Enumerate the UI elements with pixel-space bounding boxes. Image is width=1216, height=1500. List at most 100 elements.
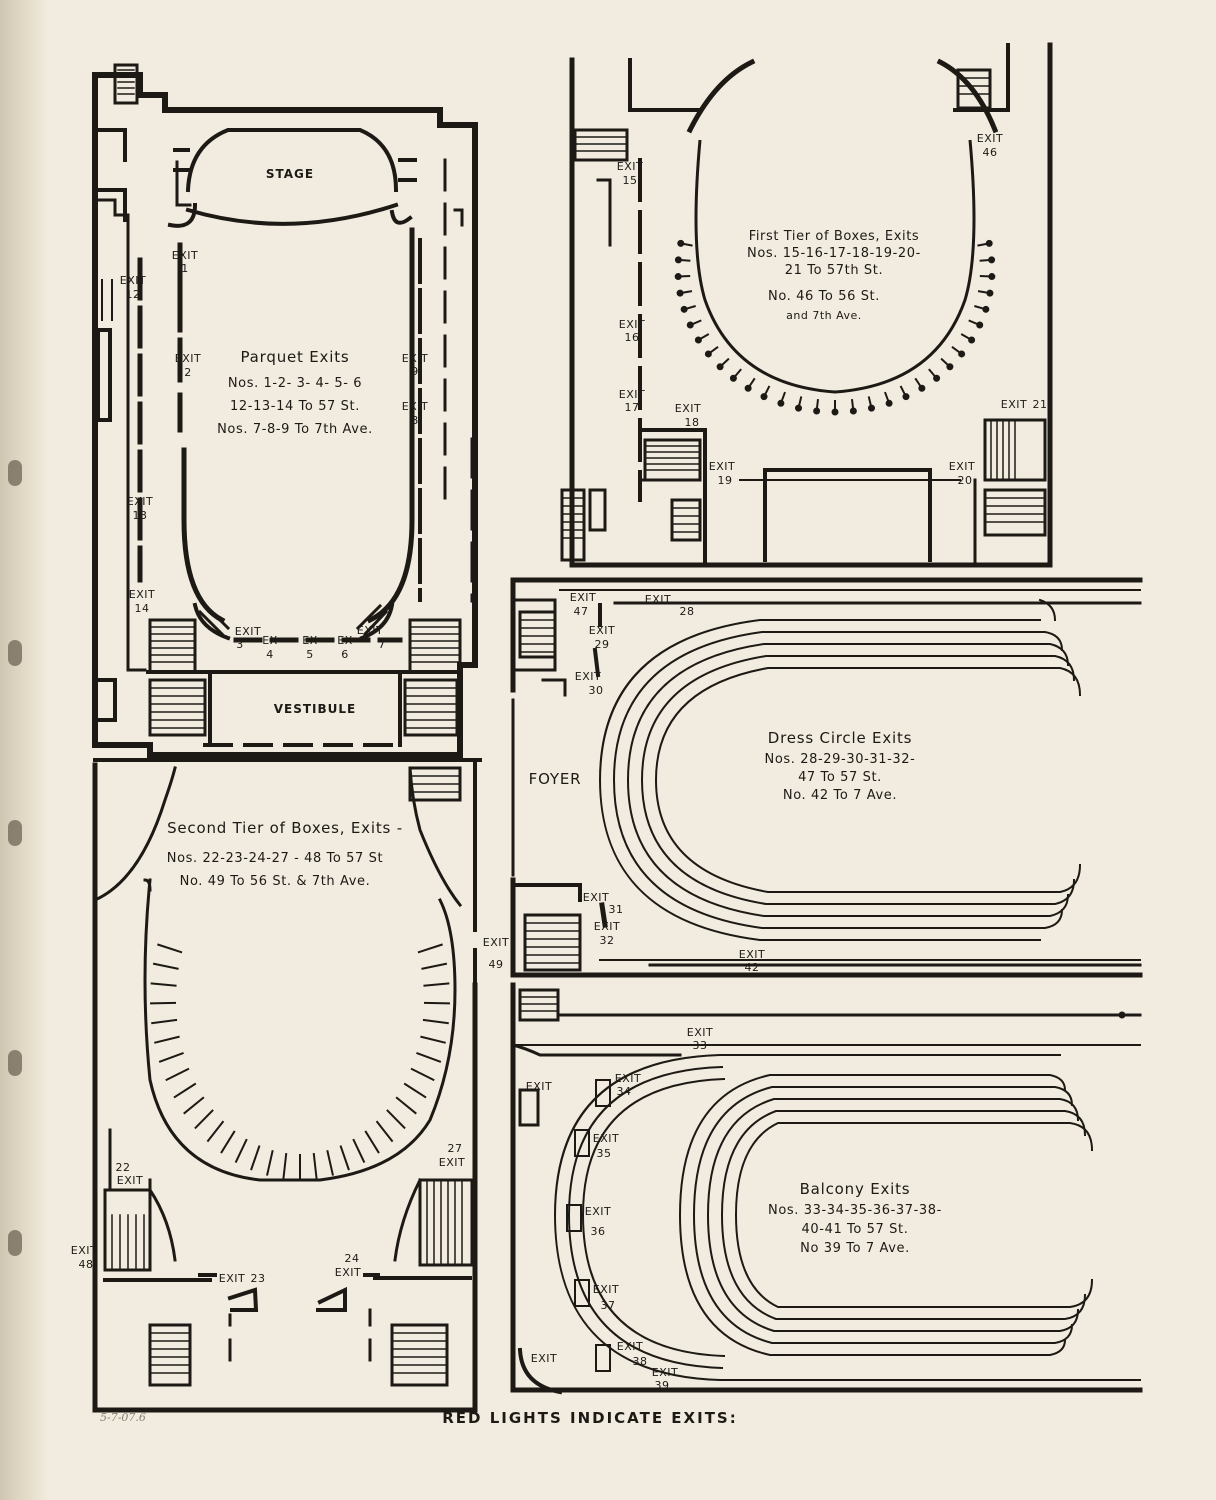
svg-text:38: 38: [633, 1355, 648, 1368]
exit-marker-balcony-lower: EXIT: [531, 1352, 557, 1365]
box-partition: [352, 1138, 366, 1164]
balcony-exits-note: Balcony Exits Nos. 33-34-35-36-37-38- 40…: [768, 1180, 942, 1256]
box-door: [976, 321, 984, 329]
box-partition: [152, 962, 179, 970]
exit-marker-balcony-upper: EXIT: [526, 1080, 552, 1093]
svg-text:37: 37: [601, 1299, 616, 1312]
svg-text:EXIT: EXIT: [120, 274, 146, 287]
box-door: [716, 363, 724, 371]
svg-text:42: 42: [745, 961, 760, 974]
parquet-title: Parquet Exits: [241, 348, 350, 366]
svg-text:EXIT: EXIT: [615, 1072, 641, 1085]
svg-text:31: 31: [609, 903, 624, 916]
box-door: [694, 336, 702, 344]
svg-text:EXIT: EXIT: [617, 1340, 643, 1353]
svg-text:14: 14: [135, 602, 150, 615]
balcony-line: Nos. 33-34-35-36-37-38-: [768, 1203, 942, 1218]
box-partition: [282, 1152, 288, 1180]
box-door: [885, 399, 893, 407]
dress-circle-line: Nos. 28-29-30-31-32-: [765, 752, 916, 767]
svg-text:35: 35: [597, 1147, 612, 1160]
svg-text:8: 8: [411, 414, 419, 427]
room-label-foyer: FOYER: [529, 770, 582, 788]
box-door: [674, 256, 682, 264]
first-tier-line: 21 To 57th St.: [785, 263, 883, 278]
svg-text:EXIT: EXIT: [402, 400, 428, 413]
dress-circle-title: Dress Circle Exits: [768, 729, 913, 747]
svg-text:7: 7: [378, 638, 386, 651]
box-partition: [422, 1018, 449, 1025]
svg-text:EXIT: EXIT: [219, 1272, 245, 1285]
svg-text:20: 20: [958, 474, 973, 487]
first-tier-line: No. 46 To 56 St.: [768, 289, 880, 304]
box-partition: [157, 943, 183, 954]
box-door: [867, 404, 875, 412]
dress-circle-line: No. 42 To 7 Ave.: [783, 788, 897, 803]
svg-text:22: 22: [116, 1161, 131, 1174]
parquet-plan: [92, 63, 478, 758]
parquet-line: Nos. 1-2- 3- 4- 5- 6: [228, 376, 362, 391]
box-partition: [150, 982, 177, 987]
dress-circle-line: 47 To 57 St.: [798, 770, 882, 785]
box-partition: [339, 1145, 350, 1171]
box-partition: [206, 1120, 225, 1143]
box-door: [958, 350, 966, 358]
svg-text:EXIT: EXIT: [335, 1266, 361, 1279]
svg-text:EXIT: EXIT: [675, 402, 701, 415]
binding-hole: [8, 460, 22, 486]
parquet-exits-note: Parquet Exits Nos. 1-2- 3- 4- 5- 6 12-13…: [217, 348, 373, 437]
svg-text:EXIT: EXIT: [645, 593, 671, 606]
box-door: [849, 407, 857, 415]
exit-marker-38: EXIT 38: [617, 1340, 648, 1368]
svg-text:23: 23: [251, 1272, 266, 1285]
exit-marker-35: EXIT 35: [593, 1132, 619, 1160]
svg-text:EXIT: EXIT: [127, 495, 153, 508]
parquet-line: 12-13-14 To 57 St.: [230, 399, 360, 414]
svg-text:EXIT: EXIT: [739, 948, 765, 961]
parquet-line: Nos. 7-8-9 To 7th Ave.: [217, 422, 373, 437]
binding-hole: [8, 1230, 22, 1256]
svg-text:3: 3: [236, 638, 244, 651]
first-tier-box-partitions: [674, 139, 996, 416]
box-door: [988, 273, 996, 281]
svg-text:EX: EX: [262, 634, 278, 647]
first-tier-title: First Tier of Boxes, Exits: [749, 229, 920, 244]
svg-text:EXIT: EXIT: [593, 1132, 619, 1145]
box-door: [729, 374, 737, 382]
svg-text:EXIT: EXIT: [617, 160, 643, 173]
box-partition: [158, 1052, 184, 1063]
binding-hole: [8, 820, 22, 846]
svg-text:EXIT: EXIT: [570, 591, 596, 604]
svg-text:EXIT: EXIT: [652, 1366, 678, 1379]
box-door: [777, 399, 785, 407]
dress-circle-exits-note: Dress Circle Exits Nos. 28-29-30-31-32- …: [765, 729, 916, 803]
first-tier-line: and 7th Ave.: [786, 309, 862, 322]
box-partition: [151, 1018, 178, 1025]
exit-marker-5: EX5: [302, 634, 317, 661]
box-front-rail: [694, 139, 976, 394]
svg-text:EXIT: EXIT: [585, 1205, 611, 1218]
svg-text:2: 2: [184, 366, 192, 379]
box-partition: [173, 1082, 197, 1099]
room-label-vestibule: VESTIBULE: [274, 702, 357, 716]
dress-circle-plan: [510, 577, 1143, 978]
svg-text:18: 18: [685, 416, 700, 429]
